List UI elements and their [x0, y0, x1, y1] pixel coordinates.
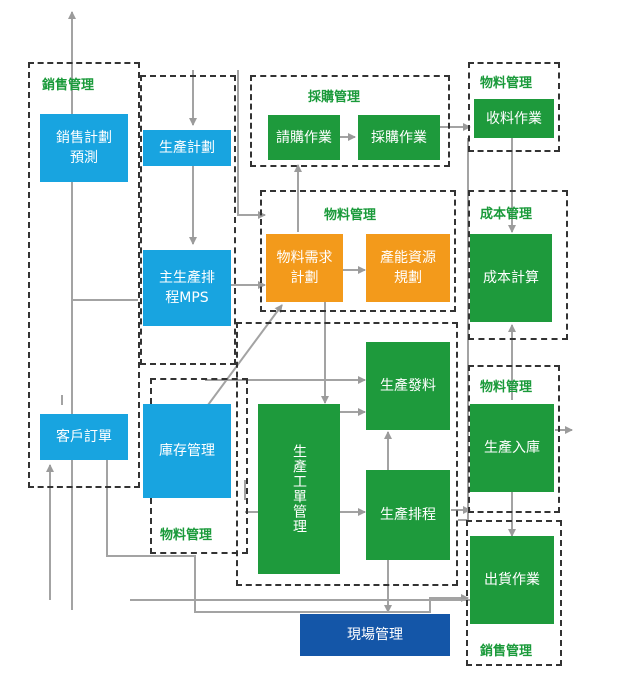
receiving-box: 收料作業 — [474, 99, 554, 138]
mps-box: 主生產排 程MPS — [143, 250, 231, 326]
shop-floor-management-box: 現場管理 — [300, 614, 450, 656]
sales-forecast-box: 銷售計劃 預測 — [40, 114, 128, 182]
group-label-material-bottom-left: 物料管理 — [160, 528, 213, 543]
group-label-material-center: 物料管理 — [324, 208, 377, 223]
group-label-sales-top: 銷售管理 — [42, 78, 95, 93]
capacity-planning-box: 產能資源 規劃 — [366, 234, 450, 302]
purchasing-box: 採購作業 — [358, 115, 440, 160]
cost-management-group — [468, 190, 568, 340]
material-management-group-right — [468, 365, 560, 513]
group-label-material-right: 物料管理 — [480, 380, 533, 395]
shipping-box: 出貨作業 — [470, 536, 554, 624]
material-management-group-center — [260, 190, 456, 312]
work-order-management-box: 生產工單管理 — [258, 404, 340, 574]
production-scheduling-box: 生產排程 — [366, 470, 450, 560]
group-label-material-top-right: 物料管理 — [480, 76, 533, 91]
inventory-management-box: 庫存管理 — [143, 404, 231, 498]
cost-calculation-box: 成本計算 — [470, 234, 552, 322]
production-issue-box: 生產發料 — [366, 342, 450, 430]
mrp-box: 物料需求 計劃 — [266, 234, 343, 302]
requisition-box: 請購作業 — [268, 115, 340, 160]
production-plan-box: 生產計劃 — [143, 130, 231, 166]
sales-management-group-top — [28, 62, 140, 488]
sales-management-group-bottom — [466, 520, 562, 666]
group-label-purchasing: 採購管理 — [308, 90, 361, 105]
group-label-cost: 成本管理 — [480, 207, 533, 222]
production-receipt-box: 生產入庫 — [470, 404, 554, 492]
purchasing-management-group — [250, 75, 450, 167]
material-management-group-top-right — [468, 62, 560, 152]
production-planning-group — [140, 75, 236, 365]
group-label-sales-bottom: 銷售管理 — [480, 644, 533, 659]
production-execution-group — [236, 322, 458, 586]
customer-order-box: 客戶訂單 — [40, 414, 128, 460]
